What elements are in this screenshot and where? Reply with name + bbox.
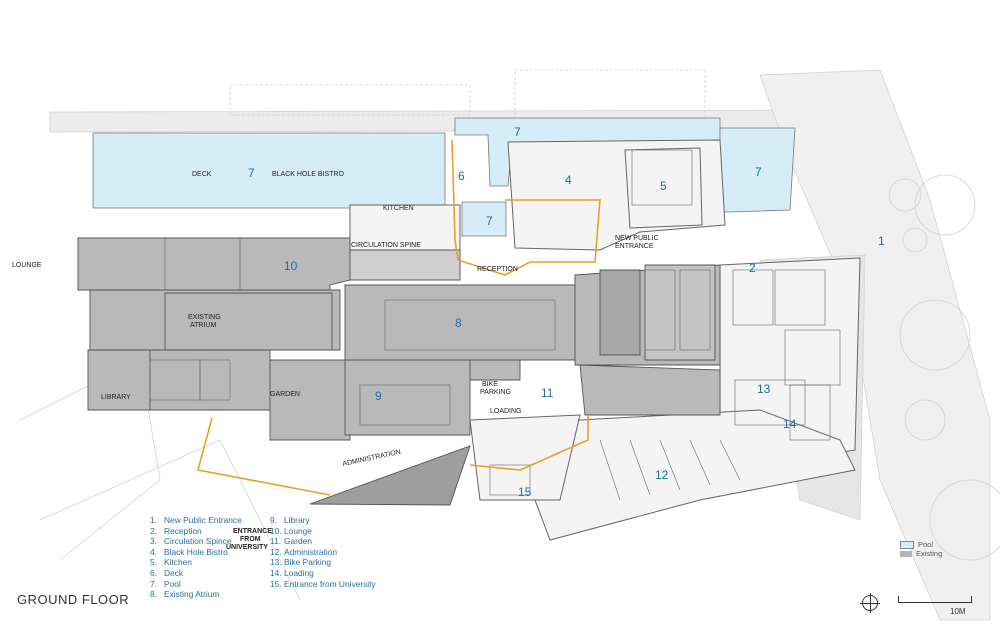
pool-areas (92, 117, 796, 237)
room-number-1: 1 (878, 234, 885, 248)
scale-label: 10M (950, 607, 966, 616)
room-number-4: 4 (565, 173, 572, 187)
room-number-8: 8 (455, 316, 462, 330)
existing-atrium (164, 292, 333, 351)
legend-item: 6.Deck (150, 567, 184, 578)
pool-swatch-icon (900, 541, 914, 550)
label-administration: ADMINISTRATION (342, 449, 402, 468)
room-number-13: 13 (757, 382, 771, 396)
label-existing: EXISTING (188, 314, 221, 321)
label-atrium: ATRIUM (190, 322, 216, 329)
pool-deck (92, 132, 446, 209)
route-line-2 (451, 139, 601, 276)
label-entrance-university-2: FROM (240, 536, 261, 543)
room-number-12: 12 (655, 468, 669, 482)
room-number-2: 2 (749, 261, 756, 275)
legend-item: 15.Entrance from University (270, 578, 376, 589)
administration-block (309, 445, 471, 506)
room-numbers: 1 2 4 5 6 7 7 7 7 8 9 10 11 12 13 14 15 (248, 125, 885, 499)
route-line (197, 417, 331, 496)
legend-item: 2.Reception (150, 525, 202, 536)
label-new-public: NEW PUBLIC (615, 235, 659, 242)
partitions (149, 149, 841, 501)
legend-item: 11.Garden (270, 536, 312, 547)
label-bike: BIKE (482, 381, 498, 388)
route-line-3 (469, 415, 589, 471)
pool-upper (454, 117, 721, 187)
key-pool: Pool (900, 540, 942, 550)
label-entrance: ENTRANCE (615, 243, 654, 250)
pool-small (461, 201, 507, 237)
legend-item: 1.New Public Entrance (150, 515, 242, 525)
room-number-7: 7 (514, 125, 521, 139)
room-number-7: 7 (486, 214, 493, 228)
label-loading: LOADING (490, 408, 522, 415)
legend-item: 5.Kitchen (150, 557, 192, 568)
label-reception: RECEPTION (477, 266, 518, 273)
legend-item: 13.Bike Parking (270, 557, 332, 568)
room-number-9: 9 (375, 389, 382, 403)
room-number-7: 7 (755, 165, 762, 179)
key-existing: Existing (900, 549, 942, 558)
legend-item: 8.Existing Atrium (150, 589, 220, 600)
room-number-11: 11 (541, 386, 554, 400)
legend-column-1: 1.New Public Entrance 2.Reception 3.Circ… (150, 515, 260, 600)
legend-item: 14.Loading (270, 567, 314, 578)
north-arrow-icon (860, 593, 880, 613)
legend-item: 7.Pool (150, 578, 181, 589)
room-number-7: 7 (248, 166, 255, 180)
label-garden: GARDEN (270, 391, 300, 398)
label-circulation-spine: CIRCULATION SPINE (351, 242, 421, 249)
legend-item: 4.Black Hole Bistro (150, 546, 228, 557)
label-bistro: BLACK HOLE BISTRO (272, 171, 345, 178)
room-number-5: 5 (660, 179, 667, 193)
page-title: GROUND FLOOR (17, 592, 130, 607)
room-number-14: 14 (783, 417, 797, 431)
room-number-6: 6 (458, 169, 465, 183)
scale-bar (898, 596, 972, 603)
legend-column-2: 9.Library 10.Lounge 11.Garden 12.Adminis… (270, 515, 400, 589)
label-entrance-university-3: UNIVERSITY (226, 544, 268, 551)
existing-swatch-icon (900, 551, 912, 558)
material-key: Pool Existing (900, 540, 942, 558)
legend-item: 9.Library (270, 515, 310, 525)
room-number-15: 15 (518, 485, 532, 499)
legend-item: 10.Lounge (270, 525, 312, 536)
label-lounge: LOUNGE (12, 262, 42, 269)
label-parking: PARKING (480, 389, 511, 396)
label-kitchen: KITCHEN (383, 205, 414, 212)
legend-item: 12.Administration (270, 546, 338, 557)
label-library: LIBRARY (101, 394, 131, 401)
legend-item: 3.Circulation Spince (150, 536, 232, 547)
room-number-10: 10 (284, 259, 298, 273)
label-deck: DECK (192, 171, 212, 178)
label-entrance-university-1: ENTRANCE (233, 528, 272, 535)
